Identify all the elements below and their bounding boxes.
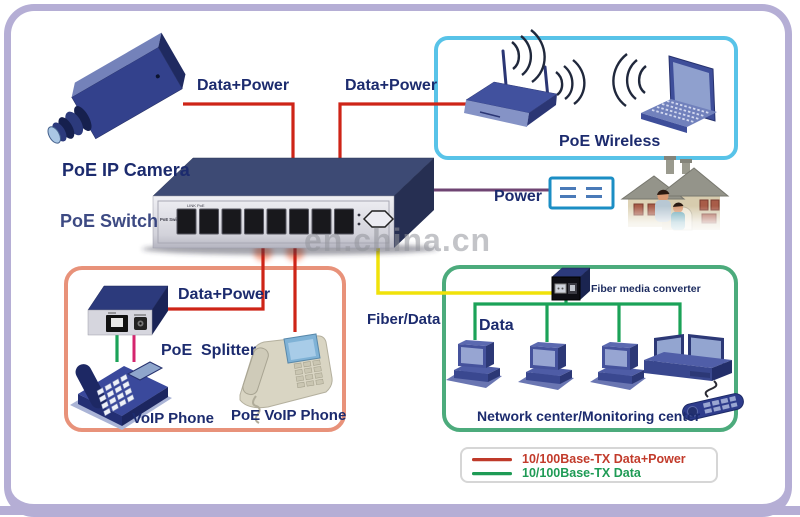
camera-lens — [47, 105, 92, 144]
network-center-box — [442, 265, 738, 432]
poe-ip-camera-image — [47, 32, 186, 144]
poe-splitter-image — [87, 285, 169, 336]
splitter-link-label: Data+Power — [178, 286, 271, 303]
switch-led — [357, 213, 361, 217]
power-link-label: Power — [494, 188, 543, 205]
ap-front — [464, 100, 529, 127]
switch-ports — [176, 208, 354, 235]
switch-led-text: LINK PoE — [187, 203, 205, 208]
legend-item-data-power: 10/100Base-TX Data+Power — [472, 452, 686, 466]
wireless-ap-image — [464, 29, 586, 127]
voip-phone-image — [70, 361, 172, 430]
phone-keypad — [293, 359, 324, 388]
legend-swatch-data — [472, 471, 512, 475]
wireless-link-label: Data+Power — [345, 77, 438, 94]
poe-wireless-label: PoE Wireless — [559, 133, 661, 150]
line-camera-data-power — [183, 102, 295, 163]
camera-end — [158, 32, 186, 89]
line-splitter-data-power — [168, 242, 265, 311]
poe-splitter-box — [64, 266, 346, 432]
switch-top — [152, 157, 435, 197]
legend-item-data: 10/100Base-TX Data — [472, 466, 641, 480]
ap-side — [527, 94, 557, 126]
legend-box — [460, 447, 718, 483]
legend-swatch-data-power — [472, 457, 512, 461]
watermark-text: en.china.cn — [304, 222, 492, 258]
house-image — [614, 156, 734, 236]
switch-side — [394, 158, 434, 248]
network-center-label: Network center/Monitoring center — [477, 408, 701, 424]
legend-label-data: 10/100Base-TX Data — [522, 466, 641, 480]
wifi-waves-icon — [612, 53, 647, 107]
phone-handset — [242, 347, 269, 396]
desktop-pc-image — [518, 342, 574, 390]
console-cable — [704, 380, 718, 398]
control-panel — [682, 393, 744, 421]
camera-top — [71, 32, 162, 98]
laptop-screen — [673, 62, 711, 114]
poe-splitter-label: PoE Splitter — [161, 342, 257, 359]
laptop-image — [612, 53, 717, 133]
fiber-data-label: Fiber/Data — [367, 311, 441, 328]
workstation-image — [644, 334, 744, 421]
phone-display — [126, 361, 164, 381]
wifi-waves-icon — [511, 29, 586, 105]
poe-voip-phone-image — [239, 333, 333, 424]
fiber-media-converter-label: Fiber media converter — [591, 283, 701, 295]
poe-voip-phone-label: PoE VoIP Phone — [231, 407, 347, 424]
line-fiber-data — [376, 242, 553, 295]
poe-switch-label: PoE Switch — [60, 211, 159, 231]
poe-ip-camera-label: PoE IP Camera — [62, 160, 190, 180]
power-adapter-image — [548, 176, 615, 210]
voip-phone-label: VoIP Phone — [132, 410, 214, 427]
data-label: Data — [479, 317, 514, 334]
page-frame-bottom-bar — [0, 506, 800, 515]
desktop-pc-image — [446, 340, 502, 388]
switch-led — [357, 222, 361, 226]
phone-cord — [252, 395, 261, 424]
line-wireless-data-power — [338, 102, 468, 163]
fiber-port — [554, 283, 567, 294]
switch-panel-model-text: PoE Switch — [160, 217, 183, 222]
switch-power-socket — [362, 210, 395, 228]
fiber-media-converter-image — [551, 267, 591, 301]
phone-handset — [75, 364, 107, 409]
legend-label-data-power: 10/100Base-TX Data+Power — [522, 452, 686, 466]
camera-link-label: Data+Power — [197, 77, 290, 94]
antenna — [501, 49, 508, 87]
line-network-data-bus — [473, 298, 682, 342]
poe-switch-device: PoE Switch LINK PoE — [142, 157, 438, 255]
desktop-pc-image — [590, 342, 646, 390]
phone-keypad — [96, 373, 135, 417]
